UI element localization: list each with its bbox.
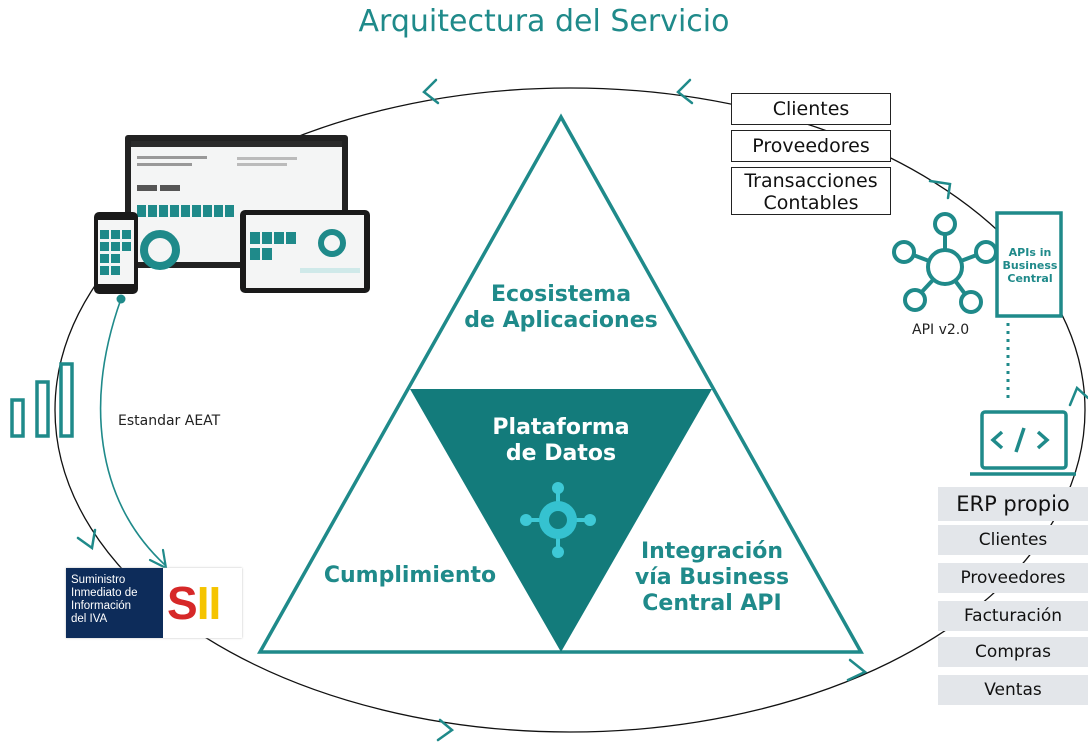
sii-letter: I [208,577,221,629]
integration-label: Integración vía Business Central API [634,539,790,616]
aeat-connector [99,294,168,570]
api-doc [995,211,1063,398]
compliance-label: Cumplimiento [323,563,497,588]
code-laptop-icon [970,410,1076,476]
api-version-label: API v2.0 [912,322,970,338]
business-central-icon [520,482,596,558]
erp-item-clientes: Clientes [938,525,1088,555]
page-title: Arquitectura del Servicio [358,4,730,39]
api-box-transacciones: Transacciones Contables [731,167,891,215]
devices-illustration [94,135,370,294]
api-box-proveedores: Proveedores [731,130,891,162]
erp-item-compras: Compras [938,637,1088,667]
erp-item-facturacion: Facturación [938,601,1088,631]
network-icon [892,212,998,314]
api-doc-label: APIs in Business Central [1002,246,1058,285]
ecosystem-label: Ecosistema de Aplicaciones [464,282,658,333]
sii-letter: S [167,577,198,629]
erp-title: ERP propio [938,487,1088,521]
erp-item-proveedores: Proveedores [938,563,1088,593]
sii-text-block: Suministro Inmediato de Información del … [66,568,163,638]
sii-logo: Suministro Inmediato de Información del … [66,568,242,638]
sii-letter-s: SII [167,577,221,629]
triangle-outline [257,113,864,654]
api-box-clientes: Clientes [731,93,891,125]
erp-item-ventas: Ventas [938,675,1088,705]
cycle-ellipse [54,87,1086,733]
cycle-arrows [76,78,1088,742]
aeat-label: Estandar AEAT [118,413,221,429]
bar-chart-icon [10,362,74,438]
data-platform-label: Plataforma de Datos [492,415,630,466]
sii-letter: I [196,577,210,629]
sii-wordmark: SII [167,577,221,629]
